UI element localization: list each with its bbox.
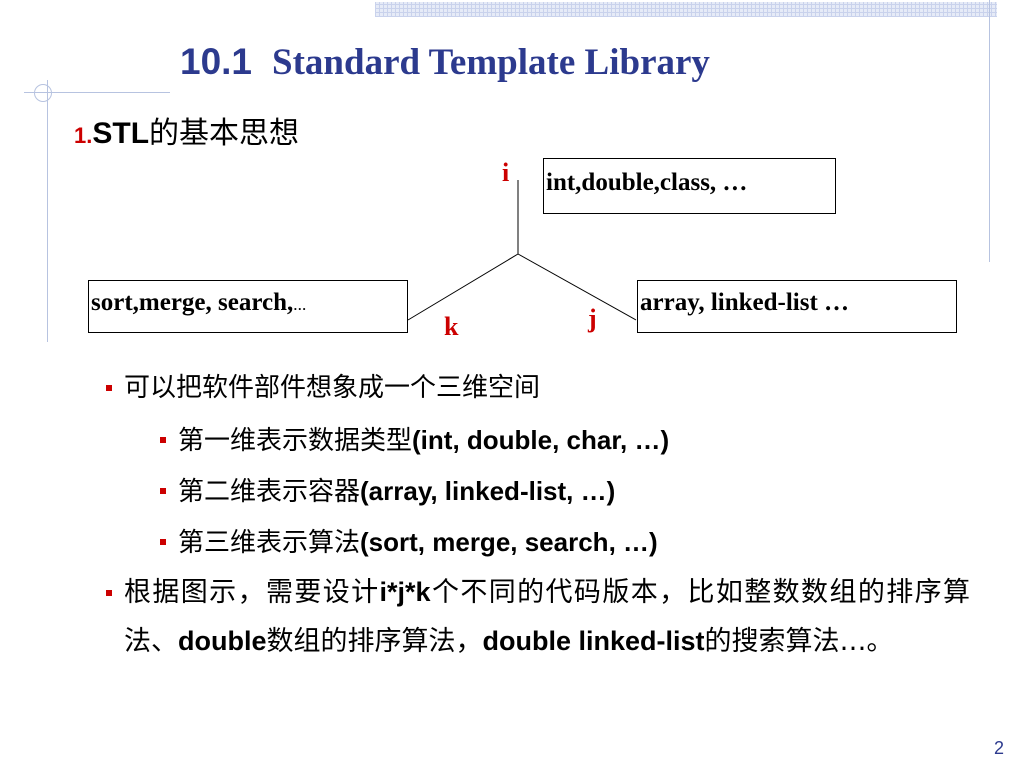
sub-bullet-1-en: (int, double, char, …) xyxy=(412,425,670,455)
section-number: 1. xyxy=(74,123,93,148)
algorithms-box: sort,merge, search,… xyxy=(88,280,408,333)
axis-label-k: k xyxy=(444,312,459,341)
decorative-left-vertical-line xyxy=(47,80,48,342)
bullet-2-bold-double-linked-list: double linked-list xyxy=(482,626,705,656)
bullet-2-text-1: 根据图示，需要设计 xyxy=(124,577,380,608)
section-title-cn: 的基本思想 xyxy=(149,116,300,151)
section-heading: 1.STL的基本思想 xyxy=(74,108,299,152)
bullet-marker xyxy=(160,488,166,494)
bullet-marker xyxy=(106,590,112,596)
data-types-text: int,double,class, … xyxy=(546,169,748,196)
bullet-2-paragraph: 根据图示，需要设计i*j*k个不同的代码版本，比如整数数组的排序算法、doubl… xyxy=(124,568,970,666)
axis-j-line xyxy=(517,253,637,321)
data-types-box: int,double,class, … xyxy=(543,158,836,214)
sub-bullet-3-en: (sort, merge, search, …) xyxy=(360,527,658,557)
bullet-2-text-4: 的搜索算法…。 xyxy=(704,626,894,657)
axis-label-j: j xyxy=(588,304,597,333)
axis-k-line xyxy=(407,253,519,321)
axis-label-i: i xyxy=(502,158,510,187)
title-number: 10.1 xyxy=(180,41,253,82)
section-stl: STL xyxy=(92,117,150,150)
sub-bullet-1: 第一维表示数据类型(int, double, char, …) xyxy=(178,425,669,456)
bullet-marker xyxy=(160,539,166,545)
bullet-2-bold-double: double xyxy=(178,626,267,656)
containers-text: array, linked-list … xyxy=(640,289,850,316)
sub-bullet-3-cn: 第三维表示算法 xyxy=(178,528,361,558)
decorative-circle xyxy=(34,84,52,102)
algorithms-text: sort,merge, search, xyxy=(91,289,294,316)
decorative-left-horizontal-line xyxy=(24,92,170,93)
slide-title: 10.1 Standard Template Library xyxy=(180,40,710,84)
bullet-1-text: 可以把软件部件想象成一个三维空间 xyxy=(124,373,541,403)
bullet-1: 可以把软件部件想象成一个三维空间 xyxy=(124,373,540,403)
bullet-2-text-3: 数组的排序算法， xyxy=(266,626,483,657)
sub-bullet-3: 第三维表示算法(sort, merge, search, …) xyxy=(178,527,658,558)
title-text: Standard Template Library xyxy=(272,42,710,83)
sub-bullet-1-cn: 第一维表示数据类型 xyxy=(178,426,413,456)
page-number: 2 xyxy=(994,738,1005,758)
bullet-marker xyxy=(106,385,112,391)
sub-bullet-2: 第二维表示容器(array, linked-list, …) xyxy=(178,476,615,507)
sub-bullet-2-en: (array, linked-list, …) xyxy=(360,476,616,506)
algorithms-ellipsis: … xyxy=(293,298,307,313)
containers-box: array, linked-list … xyxy=(637,280,957,333)
bullet-2-bold-ijk: i*j*k xyxy=(379,577,431,607)
decorative-right-vertical-line xyxy=(989,0,990,262)
decorative-top-band xyxy=(375,2,997,17)
bullet-2-text-2: 个不同的代码版本，比如整数数组的排序算法、 xyxy=(124,577,971,657)
sub-bullet-2-cn: 第二维表示容器 xyxy=(178,477,361,507)
bullet-marker xyxy=(160,437,166,443)
